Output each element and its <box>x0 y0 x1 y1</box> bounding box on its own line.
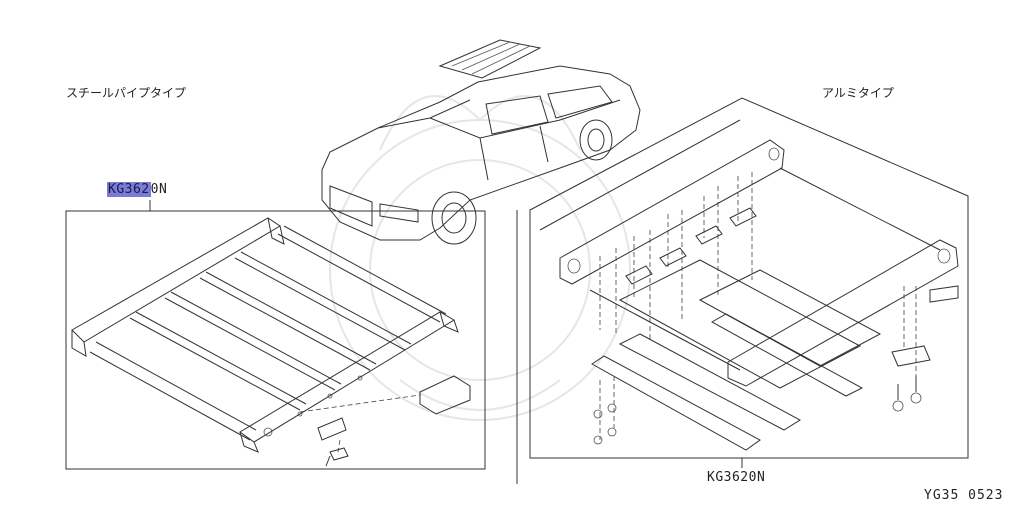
alu-type-box <box>529 97 969 459</box>
aluminium-roof-rack <box>539 119 959 451</box>
highlighted-part-number[interactable]: KG362 <box>107 182 151 197</box>
steel-type-label: スチールパイプタイプ <box>66 86 187 100</box>
left-part-number[interactable]: KG3620N <box>107 182 167 198</box>
alu-type-label: アルミタイプ <box>822 86 894 100</box>
car-illustration <box>321 39 641 245</box>
steel-roof-rack <box>71 217 471 467</box>
steel-type-box <box>65 210 486 470</box>
bottom-part-number[interactable]: KG3620N <box>707 470 766 485</box>
watermark <box>329 95 631 421</box>
part-number-suffix: 0N <box>150 182 168 197</box>
diagram-code: YG35 0523 <box>924 488 1004 503</box>
